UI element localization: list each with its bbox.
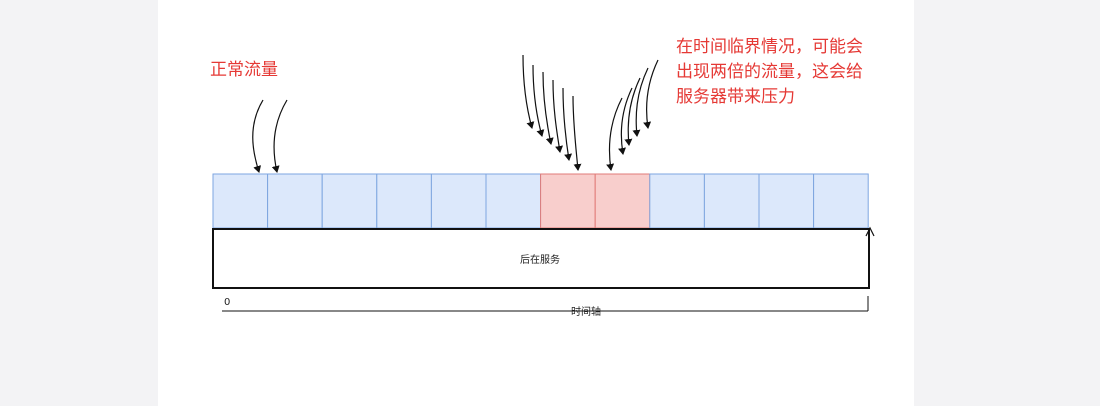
burst-arrows-left [522,54,582,171]
critical-note-line-1: 在时间临界情况，可能会 [676,37,863,57]
time-window-cell [212,173,269,229]
time-window-cell-critical [540,173,596,229]
box-corner-arrow-icon [865,226,875,237]
backend-service-box [212,228,870,289]
normal-arrow [252,99,264,173]
burst-arrow [572,95,582,171]
time-axis-label: 时间轴 [571,305,601,318]
critical-note-line-2: 出现两倍的流量，这会给 [676,62,863,82]
time-window-cell [321,173,378,229]
axis-zero-label: 0 [224,297,230,308]
time-window-cell [703,173,760,229]
time-window-cell [813,173,869,229]
burst-arrow [618,87,633,155]
burst-arrow [624,77,641,146]
time-window-cell-critical [594,173,651,229]
burst-arrow [532,64,545,137]
backend-service-label: 后在服务 [520,253,560,266]
burst-arrow [542,71,554,145]
critical-note-line-3: 服务器带来压力 [676,87,795,107]
time-window-cell [430,173,487,229]
burst-arrow [632,67,649,137]
time-window-cells [212,173,869,229]
time-window-cell [758,173,815,229]
burst-arrow [562,87,573,161]
normal-arrow [271,99,288,173]
normal-traffic-arrows [252,99,288,173]
time-window-cell [649,173,705,229]
burst-arrow [522,54,535,129]
burst-arrow [606,97,623,171]
time-window-cell [376,173,432,229]
burst-arrows-right [606,59,659,171]
time-window-cell [485,173,542,229]
burst-arrow [643,59,659,129]
normal-traffic-label: 正常流量 [210,60,278,80]
time-axis: 0 时间轴 [222,296,869,318]
time-window-cell [267,173,323,229]
burst-arrow [552,79,564,153]
